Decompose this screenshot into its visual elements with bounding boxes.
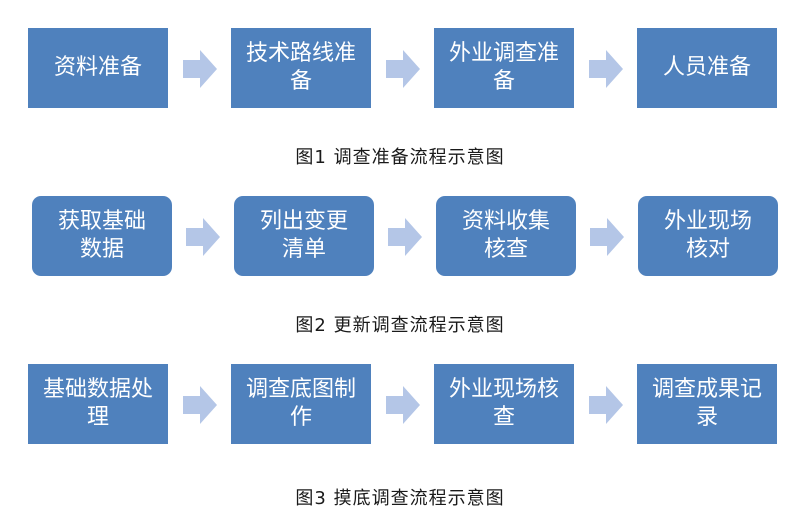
arrow-right-icon — [386, 50, 420, 88]
arrow-right-icon — [589, 386, 623, 424]
flow-1-step-1: 资料准备 — [28, 28, 168, 108]
flow-3-step-2: 调查底图制 作 — [231, 364, 371, 444]
flow-1-step-4: 人员准备 — [637, 28, 777, 108]
arrow-right-icon — [386, 386, 420, 424]
flow-1-step-3: 外业调查准 备 — [434, 28, 574, 108]
flow-1-caption: 图1 调查准备流程示意图 — [295, 147, 505, 168]
arrow-right-icon — [590, 218, 624, 256]
arrow-right-icon — [183, 50, 217, 88]
flow-2-step-3: 资料收集 核查 — [436, 196, 576, 276]
flow-2-step-2: 列出变更 清单 — [234, 196, 374, 276]
flow-2-step-1: 获取基础 数据 — [32, 196, 172, 276]
arrow-right-icon — [589, 50, 623, 88]
flow-1-step-2: 技术路线准 备 — [231, 28, 371, 108]
arrow-right-icon — [388, 218, 422, 256]
arrow-right-icon — [183, 386, 217, 424]
flow-3-caption: 图3 摸底调查流程示意图 — [295, 488, 505, 509]
flow-2-step-4: 外业现场 核对 — [638, 196, 778, 276]
flow-3-step-1: 基础数据处 理 — [28, 364, 168, 444]
flow-3-step-4: 调查成果记 录 — [637, 364, 777, 444]
arrow-right-icon — [186, 218, 220, 256]
flow-3-step-3: 外业现场核 查 — [434, 364, 574, 444]
flow-2-caption: 图2 更新调查流程示意图 — [295, 315, 505, 336]
